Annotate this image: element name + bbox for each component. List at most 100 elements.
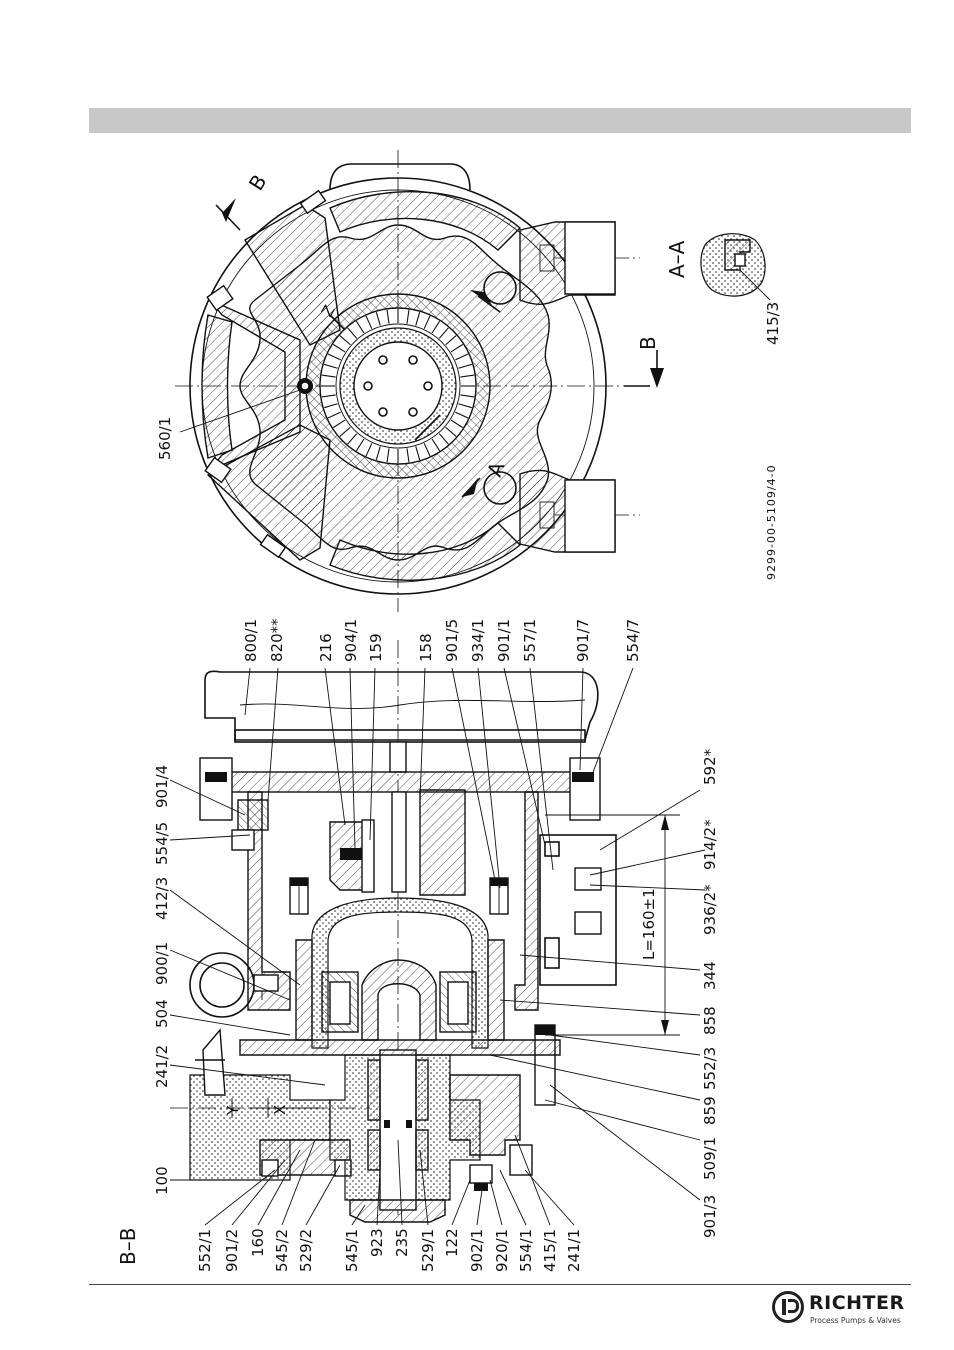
magnet-rib — [339, 335, 351, 346]
label-554-5: 554/5 — [153, 822, 171, 865]
magnet-rib — [323, 363, 338, 369]
magnet-rib — [339, 426, 351, 437]
label-914-2: 914/2* — [701, 819, 719, 870]
magnet-rib — [423, 443, 431, 457]
label-412-3: 412/3 — [153, 877, 171, 920]
magnet-rib — [327, 353, 341, 361]
label-509-1: 509/1 — [701, 1137, 719, 1180]
top-view — [175, 150, 664, 612]
magnet-rib — [445, 335, 457, 346]
magnet-rib — [450, 419, 464, 429]
magnet-rib — [365, 315, 373, 329]
label-216: 216 — [317, 633, 335, 662]
section-bb-title: B–B — [116, 1228, 140, 1265]
label-529-2: 529/2 — [297, 1229, 315, 1272]
label-592: 592* — [701, 748, 719, 785]
label-820: 820** — [268, 618, 286, 662]
richter-logo: RICHTER Process Pumps & Valves — [772, 1290, 912, 1336]
leader-lines — [169, 667, 706, 1226]
magnet-rib — [431, 320, 441, 334]
magnet-rib — [455, 411, 469, 419]
label-159: 159 — [367, 633, 385, 662]
richter-r-icon — [772, 1291, 804, 1323]
cut-mark-b-top: B — [244, 170, 272, 194]
label-920-1: 920/1 — [493, 1229, 511, 1272]
label-554-7: 554/7 — [624, 619, 642, 662]
magnet-rib — [332, 419, 346, 429]
magnet-rib — [321, 374, 336, 378]
detail-y: Y — [224, 1105, 242, 1116]
detail-aa — [700, 233, 771, 301]
magnet-rib — [460, 394, 475, 398]
section-aa-title: A–A — [665, 240, 689, 278]
label-160: 160 — [249, 1228, 267, 1257]
magnet-rib — [460, 374, 475, 378]
label-800-1: 800/1 — [242, 619, 260, 662]
magnet-rib — [355, 438, 365, 452]
magnet-rib — [332, 343, 346, 353]
label-241-2: 241/2 — [153, 1045, 171, 1088]
label-901-2: 901/2 — [223, 1229, 241, 1272]
rotor-bolt-holes — [363, 355, 433, 417]
label-904-1: 904/1 — [342, 619, 360, 662]
drawing-number: 9299-00-5109/4-0 — [765, 464, 778, 580]
label-545-1: 545/1 — [343, 1229, 361, 1272]
label-901-1: 901/1 — [495, 619, 513, 662]
label-235: 235 — [393, 1228, 411, 1257]
magnet-rib — [347, 433, 358, 445]
label-529-1: 529/1 — [419, 1229, 437, 1272]
magnet-rib — [415, 446, 421, 461]
magnet-rib — [375, 311, 381, 326]
label-545-2: 545/2 — [273, 1229, 291, 1272]
label-901-3: 901/3 — [701, 1195, 719, 1238]
label-415-1: 415/1 — [541, 1229, 559, 1272]
cut-mark-b: B — [636, 336, 660, 350]
magnet-rib — [438, 327, 449, 339]
magnet-rib — [375, 446, 381, 461]
magnet-rib — [365, 443, 373, 457]
magnet-rib — [455, 353, 469, 361]
magnet-rib — [347, 327, 358, 339]
footer-rule — [89, 1284, 911, 1285]
magnet-rib — [386, 309, 390, 324]
label-901-7: 901/7 — [574, 619, 592, 662]
magnet-rib — [406, 309, 410, 324]
label-858: 858 — [701, 1006, 719, 1035]
label-901-4: 901/4 — [153, 765, 171, 808]
label-923: 923 — [368, 1228, 386, 1257]
magnet-rib — [458, 403, 473, 409]
label-100: 100 — [153, 1166, 171, 1195]
magnet-rib — [458, 363, 473, 369]
label-900-1: 900/1 — [153, 942, 171, 985]
magnet-rib — [431, 438, 441, 452]
label-560-1: 560/1 — [156, 417, 174, 460]
magnet-rib — [355, 320, 365, 334]
magnet-rib — [415, 311, 421, 326]
header-bar — [89, 108, 911, 133]
label-241-1: 241/1 — [565, 1229, 583, 1272]
logo-tagline: Process Pumps & Valves — [810, 1316, 901, 1325]
dimension-l: L=160±1 — [640, 888, 658, 960]
label-859: 859 — [701, 1096, 719, 1125]
section-bb — [170, 640, 680, 1223]
label-504: 504 — [153, 999, 171, 1028]
magnet-rib — [386, 448, 390, 463]
magnet-rib — [321, 394, 336, 398]
magnet-rib — [323, 403, 338, 409]
magnet-rib — [445, 426, 457, 437]
detail-x: X — [271, 1105, 289, 1115]
label-557-1: 557/1 — [521, 619, 539, 662]
magnet-rib — [406, 448, 410, 463]
label-902-1: 902/1 — [468, 1229, 486, 1272]
callout-labels: B–B A–A B B A Z X Y L=160±1 9299-00-5109… — [116, 170, 782, 1272]
label-552-3: 552/3 — [701, 1047, 719, 1090]
label-554-1: 554/1 — [517, 1229, 535, 1272]
magnet-rib — [327, 411, 341, 419]
label-415-3: 415/3 — [764, 302, 782, 345]
label-936-2: 936/2* — [701, 884, 719, 935]
label-122: 122 — [443, 1228, 461, 1257]
label-552-1: 552/1 — [196, 1229, 214, 1272]
magnet-rib — [438, 433, 449, 445]
label-158: 158 — [417, 633, 435, 662]
